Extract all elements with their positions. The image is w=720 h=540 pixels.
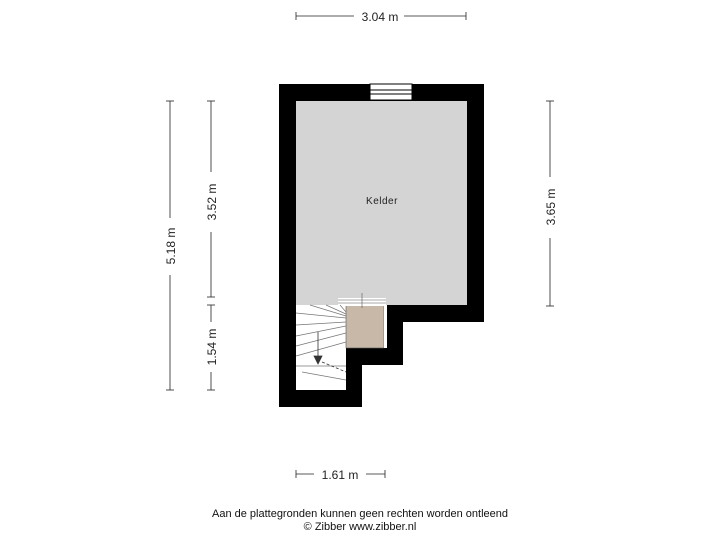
dim-top-label: 3.04 m xyxy=(362,10,399,24)
stair-landing xyxy=(345,304,385,349)
dim-right-height-label: 3.65 m xyxy=(544,189,558,226)
stair-well xyxy=(296,305,346,390)
room-label: Kelder xyxy=(366,196,398,207)
credit-text: © Zibber www.zibber.nl xyxy=(303,521,417,533)
dim-top xyxy=(295,12,467,20)
dim-bottom-label: 1.61 m xyxy=(322,468,359,482)
dim-upper-height-label: 3.52 m xyxy=(205,184,219,221)
room-kelder xyxy=(296,101,467,305)
dim-lower-height-label: 1.54 m xyxy=(205,329,219,366)
dim-right-height xyxy=(546,100,554,307)
window xyxy=(370,84,412,100)
dim-total-height-label: 5.18 m xyxy=(164,228,178,265)
dim-bottom xyxy=(295,470,386,478)
dim-total-height xyxy=(166,100,174,391)
dim-upper-height xyxy=(207,100,215,298)
dim-lower-height xyxy=(207,304,215,391)
stair-treads xyxy=(295,304,347,381)
stair-direction-arrow xyxy=(313,332,347,373)
disclaimer-text: Aan de plattegronden kunnen geen rechten… xyxy=(211,508,508,520)
